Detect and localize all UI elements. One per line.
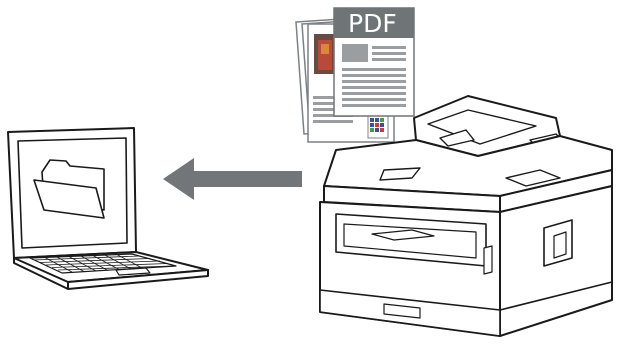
folder-icon [34, 160, 104, 218]
laptop-icon [8, 128, 208, 289]
arrow-left-icon [163, 158, 302, 200]
pdf-badge-icon: PDF [334, 8, 414, 116]
color-grid [368, 116, 388, 138]
pdf-label: PDF [348, 9, 397, 38]
